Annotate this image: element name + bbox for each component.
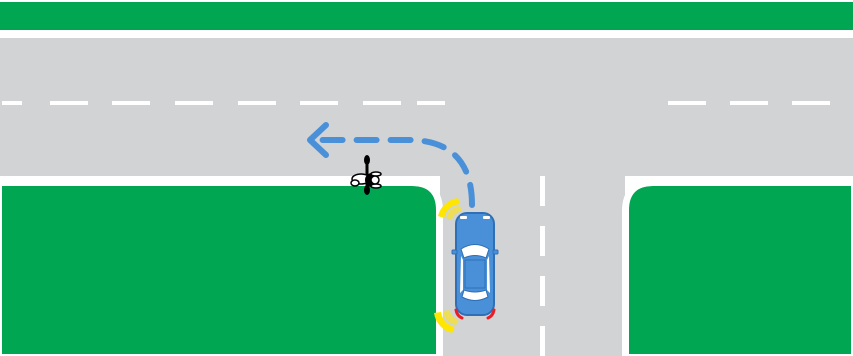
bottom-right-grass [629,186,851,354]
bottom-left-grass [2,186,436,354]
top-kerb [0,30,853,38]
main-road [0,38,853,176]
car-icon [452,213,498,315]
top-grass-verge [0,2,853,30]
main-road-centre-line-right [668,101,830,105]
